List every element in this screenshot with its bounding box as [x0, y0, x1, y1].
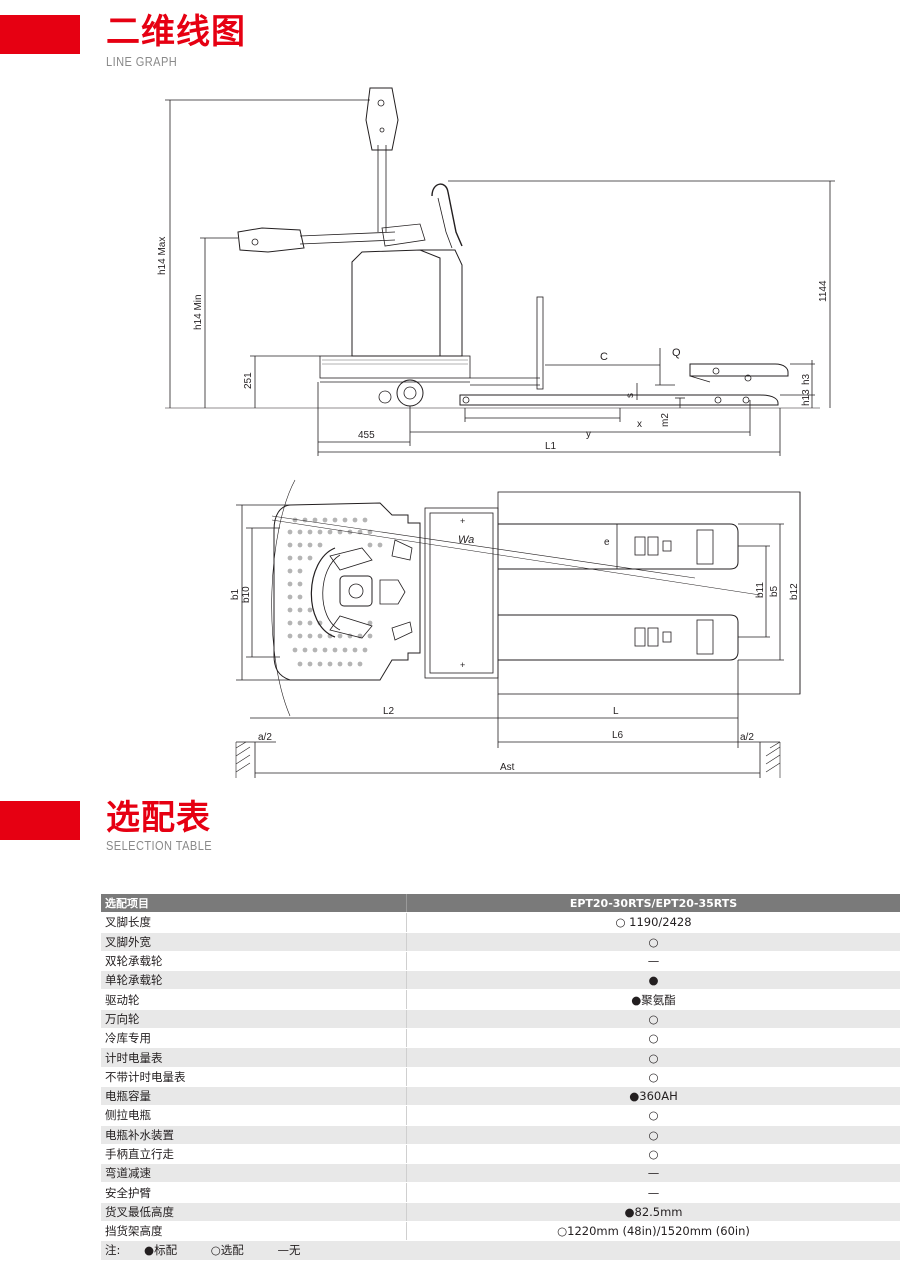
table-row: 安全护臂—	[101, 1183, 900, 1202]
table-row: 单轮承载轮●	[101, 971, 900, 990]
row-item: 冷库专用	[101, 1029, 407, 1048]
svg-text:+: +	[460, 660, 465, 670]
row-item: 电瓶容量	[101, 1086, 407, 1105]
note-standard: ●标配	[144, 1242, 177, 1258]
table-note-row: 注: ●标配 ○选配 —无	[101, 1241, 900, 1260]
table-row: 电瓶补水装置○	[101, 1125, 900, 1144]
note-optional: ○选配	[211, 1242, 244, 1258]
label-l1: L1	[545, 441, 557, 452]
note-none: —无	[277, 1242, 300, 1258]
row-item: 侧拉电瓶	[101, 1106, 407, 1125]
row-value: ●	[407, 971, 900, 990]
row-item: 手柄直立行走	[101, 1144, 407, 1163]
row-value: —	[407, 1183, 900, 1202]
table-header-row: 选配项目 EPT20-30RTS/EPT20-35RTS	[101, 894, 900, 913]
row-value: ○	[407, 932, 900, 951]
side-view	[165, 88, 835, 456]
table-row: 驱动轮●聚氨酯	[101, 990, 900, 1009]
row-value: ○	[407, 1009, 900, 1028]
row-item: 双轮承载轮	[101, 951, 407, 970]
row-value: ○	[407, 1067, 900, 1086]
label-251: 251	[243, 372, 254, 389]
label-h3: h3	[801, 373, 812, 385]
selection-table: 选配项目 EPT20-30RTS/EPT20-35RTS 叉脚长度○ 1190/…	[101, 894, 900, 1261]
table-row: 侧拉电瓶○	[101, 1106, 900, 1125]
row-value: ○ 1190/2428	[407, 913, 900, 932]
row-value: ○	[407, 1144, 900, 1163]
row-value: ●360AH	[407, 1086, 900, 1105]
label-b10: b10	[241, 586, 252, 603]
label-a2-right: a/2	[740, 732, 754, 743]
technical-drawing: h14 Max h14 Min 251 1144 C Q h3 h13 s x …	[0, 0, 900, 790]
label-c: C	[600, 351, 608, 363]
label-b5: b5	[769, 585, 780, 597]
top-view: + +	[236, 480, 800, 778]
row-value: ○	[407, 1029, 900, 1048]
row-value: ○	[407, 1048, 900, 1067]
row-item: 叉脚长度	[101, 913, 407, 932]
label-h14-max: h14 Max	[157, 237, 168, 275]
row-item: 弯道减速	[101, 1164, 407, 1183]
table-row: 挡货架高度○1220mm (48in)/1520mm (60in)	[101, 1222, 900, 1241]
label-l6: L6	[612, 730, 624, 741]
table-row: 手柄直立行走○	[101, 1144, 900, 1163]
row-item: 万向轮	[101, 1009, 407, 1028]
table-row: 计时电量表○	[101, 1048, 900, 1067]
row-value: ○1220mm (48in)/1520mm (60in)	[407, 1222, 900, 1241]
svg-text:+: +	[460, 516, 465, 526]
row-value: —	[407, 1164, 900, 1183]
section-title-selection-table: 选配表	[106, 798, 211, 838]
table-note: 注: ●标配 ○选配 —无	[101, 1241, 900, 1260]
label-wa: Wa	[458, 534, 474, 546]
label-e: e	[604, 537, 610, 548]
row-value: ●聚氨酯	[407, 990, 900, 1009]
table-row: 叉脚长度○ 1190/2428	[101, 913, 900, 932]
label-h13: h13	[801, 389, 812, 406]
header-model: EPT20-30RTS/EPT20-35RTS	[407, 894, 900, 913]
table-row: 货叉最低高度●82.5mm	[101, 1202, 900, 1221]
section-accent-bar-2	[0, 801, 80, 840]
label-455: 455	[358, 430, 375, 441]
row-item: 安全护臂	[101, 1183, 407, 1202]
label-m2: m2	[660, 413, 671, 427]
label-b12: b12	[789, 583, 800, 600]
label-s: s	[625, 393, 636, 398]
row-item: 计时电量表	[101, 1048, 407, 1067]
row-value: ●82.5mm	[407, 1202, 900, 1221]
note-label: 注:	[105, 1242, 120, 1258]
row-item: 单轮承载轮	[101, 971, 407, 990]
label-b11: b11	[755, 582, 766, 598]
table-row: 弯道减速—	[101, 1164, 900, 1183]
label-h14-min: h14 Min	[193, 294, 204, 330]
section-subtitle-selection-table: SELECTION TABLE	[106, 838, 212, 853]
row-value: ○	[407, 1125, 900, 1144]
label-a2-left: a/2	[258, 732, 272, 743]
label-y: y	[586, 429, 591, 440]
row-item: 叉脚外宽	[101, 932, 407, 951]
table-row: 叉脚外宽○	[101, 932, 900, 951]
table-row: 双轮承载轮—	[101, 951, 900, 970]
row-item: 驱动轮	[101, 990, 407, 1009]
row-item: 电瓶补水装置	[101, 1125, 407, 1144]
row-value: ○	[407, 1106, 900, 1125]
header-item: 选配项目	[101, 894, 407, 913]
label-l: L	[613, 706, 619, 717]
label-q: Q	[672, 347, 681, 359]
label-b1: b1	[230, 588, 241, 600]
row-item: 货叉最低高度	[101, 1202, 407, 1221]
row-value: —	[407, 951, 900, 970]
table-row: 万向轮○	[101, 1009, 900, 1028]
label-x: x	[637, 419, 642, 430]
row-item: 挡货架高度	[101, 1222, 407, 1241]
table-row: 电瓶容量●360AH	[101, 1086, 900, 1105]
table-row: 不带计时电量表○	[101, 1067, 900, 1086]
label-ast: Ast	[500, 762, 515, 773]
row-item: 不带计时电量表	[101, 1067, 407, 1086]
table-row: 冷库专用○	[101, 1029, 900, 1048]
label-l2: L2	[383, 706, 395, 717]
label-1144: 1144	[818, 280, 829, 302]
